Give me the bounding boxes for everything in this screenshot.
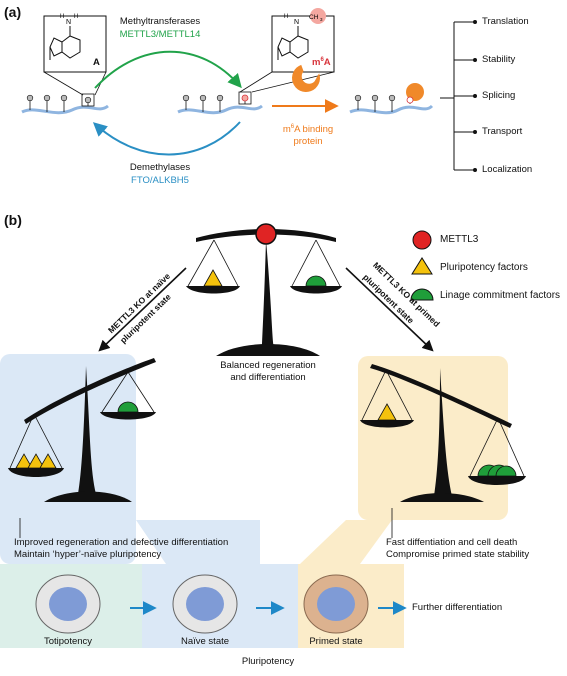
primed-balance bbox=[360, 364, 526, 502]
stage-naive: Naïve state bbox=[180, 636, 230, 647]
legend-lineage-label: Linage commitment factors bbox=[440, 290, 561, 301]
binding-protein-on-rna bbox=[406, 83, 424, 101]
svg-text:H: H bbox=[60, 14, 64, 20]
balanced-caption-line2: and differentiation bbox=[230, 372, 306, 383]
outcome-transport: Transport bbox=[482, 126, 523, 137]
naive-cell bbox=[172, 574, 238, 634]
primed-caption-line1: Fast diffentiation and cell death bbox=[386, 537, 518, 548]
outcome-translation: Translation bbox=[482, 16, 529, 27]
outcome-localization: Localization bbox=[482, 164, 533, 175]
svg-text:CH: CH bbox=[309, 14, 319, 21]
stage-totipotency: Totipotency bbox=[43, 636, 93, 647]
primed-cell bbox=[303, 574, 369, 634]
outcome-dot bbox=[473, 94, 477, 98]
svg-text:H: H bbox=[284, 14, 288, 20]
outcome-splicing: Splicing bbox=[482, 90, 516, 101]
panel-a-label: (a) bbox=[4, 4, 22, 20]
balanced-caption-line1: Balanced regeneration bbox=[220, 360, 316, 371]
rna-strand-bound bbox=[349, 83, 434, 115]
naive-caption-line2: Maintain ‘hyper’-naïve pluripotency bbox=[14, 549, 162, 560]
m6a-label: m6A bbox=[312, 57, 331, 69]
methylation-arrow bbox=[94, 50, 242, 89]
outcome-dot bbox=[473, 20, 477, 24]
binding-protein-subtitle: protein bbox=[293, 136, 323, 147]
further-differentiation-label: Further differentiation bbox=[412, 602, 503, 613]
panel-b-label: (b) bbox=[4, 212, 22, 228]
naive-background bbox=[0, 354, 136, 564]
svg-text:N: N bbox=[66, 19, 71, 26]
outcome-dot bbox=[473, 168, 477, 172]
rna-strand-unmodified bbox=[21, 93, 109, 115]
outcome-dot bbox=[473, 130, 477, 134]
naive-connector bbox=[136, 520, 260, 564]
svg-text:H: H bbox=[74, 14, 78, 20]
primed-connector bbox=[300, 520, 392, 564]
outcome-stability: Stability bbox=[482, 54, 516, 65]
binding-protein-icon bbox=[292, 64, 320, 92]
demethylation-arrow bbox=[92, 121, 241, 156]
svg-text:3: 3 bbox=[320, 17, 323, 22]
legend-mettl3-icon bbox=[412, 230, 432, 250]
legend-mettl3-label: METTL3 bbox=[440, 234, 479, 245]
methyltransferase-names: METTL3/METTL14 bbox=[119, 29, 201, 40]
center-balance bbox=[186, 223, 342, 356]
primed-ko-arrow bbox=[345, 267, 434, 352]
naive-caption-line1: Improved regeneration and defective diff… bbox=[14, 537, 229, 548]
legend-pluripotency-label: Pluripotency factors bbox=[440, 262, 528, 273]
svg-text:N: N bbox=[294, 19, 299, 26]
zoom-line bbox=[43, 71, 84, 96]
methyltransferase-title: Methyltransferases bbox=[119, 16, 201, 27]
legend-lineage-icon bbox=[410, 288, 434, 301]
rna-strand-modified bbox=[177, 91, 263, 115]
zoom-line bbox=[239, 71, 273, 93]
primed-caption-line2: Compromise primed state stability bbox=[386, 549, 530, 560]
legend-pluripotency-icon bbox=[411, 257, 433, 275]
totipotent-cell bbox=[35, 574, 101, 634]
binding-protein-title: m6A binding bbox=[282, 124, 334, 136]
demethylase-names: FTO/ALKBH5 bbox=[131, 175, 189, 186]
adenine-label: A bbox=[93, 57, 100, 68]
pluripotency-label: Pluripotency bbox=[241, 656, 295, 667]
outcome-tree bbox=[440, 21, 475, 171]
demethylase-title: Demethylases bbox=[129, 162, 191, 173]
naive-balance bbox=[8, 358, 156, 502]
outcome-dot bbox=[473, 58, 477, 62]
stage-primed: Primed state bbox=[309, 636, 363, 647]
naive-ko-arrow bbox=[98, 267, 187, 352]
adenine-structure-box: N H H bbox=[43, 14, 107, 73]
